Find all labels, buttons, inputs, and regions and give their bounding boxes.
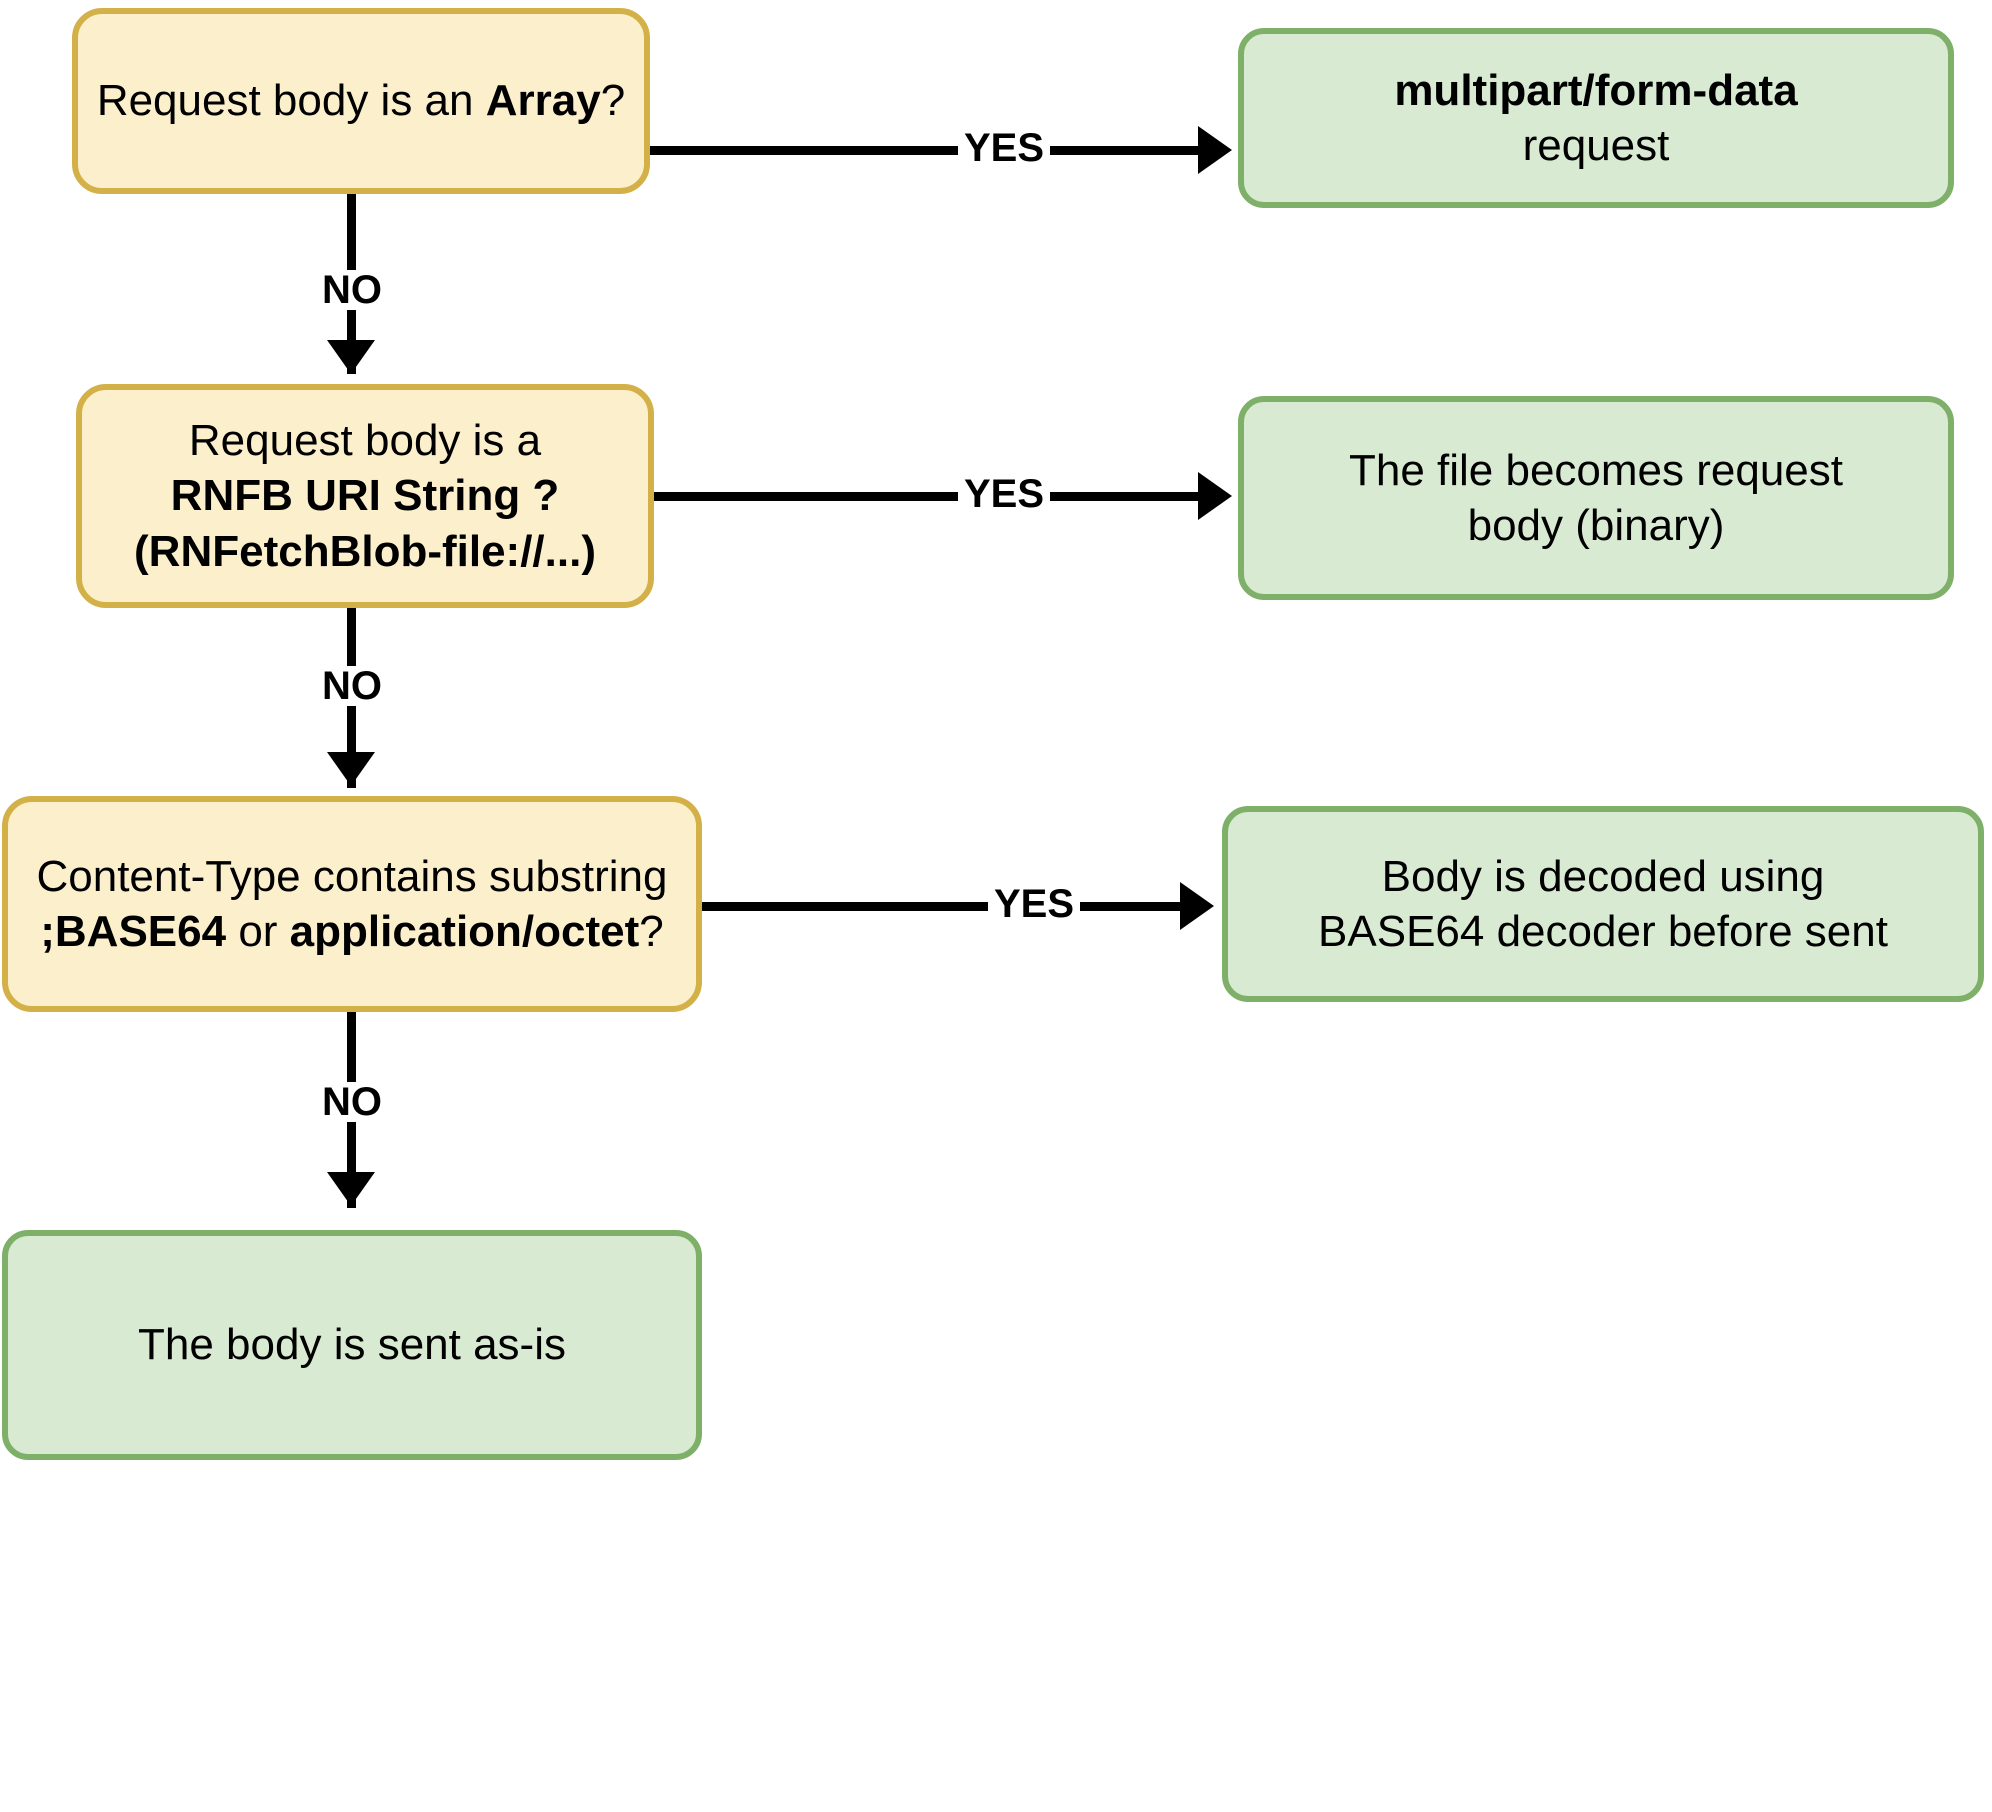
edge-label-array-yes: YES [958,128,1051,168]
decision-content-type-qmark: ? [639,907,664,956]
decision-array-line1-post: ? [600,76,626,126]
decision-content-type-line1: Content-Type contains substring [36,851,668,901]
decision-array-line1-bold: Array [485,76,601,126]
decision-rnfb-line3: (RNFetchBlob-file://...) [134,526,596,576]
edge-label-rnfb-yes: YES [958,474,1051,514]
edge-array-yes-arrowhead [1198,126,1232,174]
decision-content-type-base64: ;BASE64 [40,907,227,956]
outcome-multipart-line1: multipart/form-data [1394,65,1798,115]
edge-array-no-arrowhead [327,340,375,374]
outcome-as-is-line1: The body is sent as-is [138,1320,566,1370]
decision-rnfb-line2: RNFB URI String ? [170,471,560,521]
edge-contenttype-yes-line [702,902,1192,911]
decision-array-text: Request body is an Array? [79,73,643,128]
decision-content-type-octet: application/octet [289,907,640,956]
decision-rnfb-line1: Request body is a [188,415,542,465]
edge-array-yes-line [650,146,1210,155]
outcome-file-binary-line1: The file becomes request [1348,445,1844,495]
outcome-file-binary-text: The file becomes request body (binary) [1331,443,1861,554]
edge-label-rnfb-no: NO [316,666,388,706]
edge-label-array-no: NO [316,270,388,310]
decision-node-request-body-array: Request body is an Array? [72,8,650,194]
decision-node-content-type-substring: Content-Type contains substring ;BASE64 … [2,796,702,1012]
outcome-base64-line2: BASE64 decoder before sent [1318,907,1888,956]
outcome-node-base64-decoded: Body is decoded using BASE64 decoder bef… [1222,806,1984,1002]
outcome-node-multipart-form-data: multipart/form-data request [1238,28,1954,208]
edge-rnfb-yes-arrowhead [1198,472,1232,520]
edge-label-contenttype-no: NO [316,1082,388,1122]
outcome-node-file-becomes-body: The file becomes request body (binary) [1238,396,1954,600]
decision-content-type-or: or [226,907,290,956]
outcome-file-binary-line2: body (binary) [1467,501,1725,550]
decision-node-rnfb-uri-string: Request body is a RNFB URI String ? (RNF… [76,384,654,608]
decision-rnfb-text: Request body is a RNFB URI String ? (RNF… [116,413,614,579]
outcome-multipart-line2: request [1522,121,1670,170]
outcome-multipart-text: multipart/form-data request [1376,63,1815,174]
outcome-base64-line1: Body is decoded using [1381,851,1825,901]
edge-label-contenttype-yes: YES [988,884,1081,924]
edge-contenttype-no-arrowhead [327,1172,375,1206]
outcome-as-is-text: The body is sent as-is [120,1317,584,1372]
outcome-base64-text: Body is decoded using BASE64 decoder bef… [1300,849,1906,960]
decision-array-line1-pre: Request body is an [96,76,486,126]
outcome-node-body-sent-as-is: The body is sent as-is [2,1230,702,1460]
edge-rnfb-no-arrowhead [327,752,375,786]
edge-rnfb-yes-line [654,492,1210,501]
edge-contenttype-yes-arrowhead [1180,882,1214,930]
decision-content-type-text: Content-Type contains substring ;BASE64 … [18,849,685,960]
